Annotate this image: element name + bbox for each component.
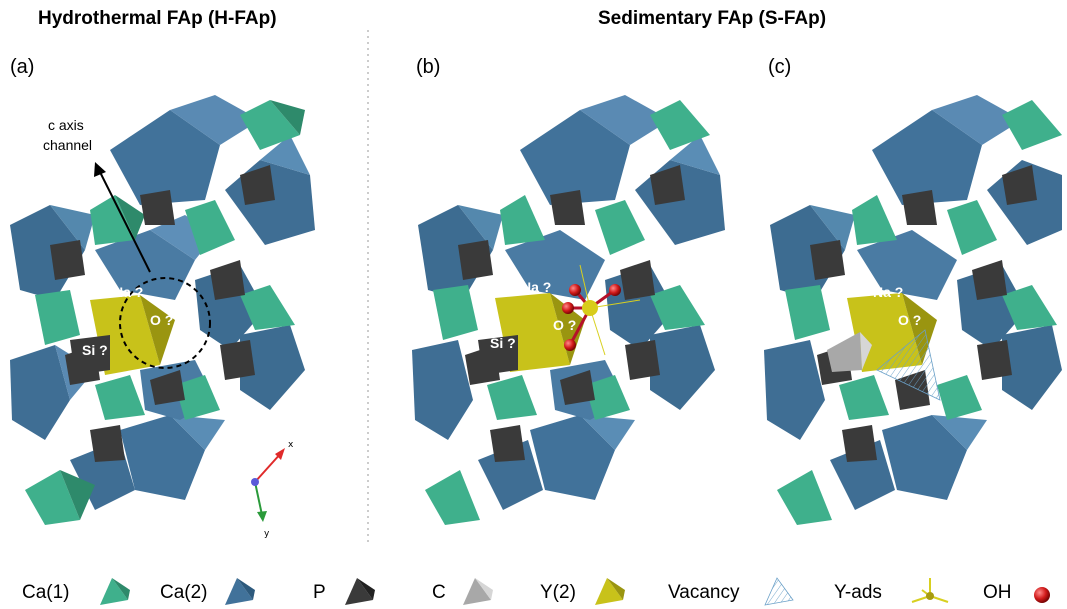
panel-a-na-label: Na ? (113, 284, 143, 300)
axis-triad: x y (251, 440, 294, 539)
vacancy-icon (764, 577, 794, 606)
panel-b-o-label: O ? (553, 317, 576, 333)
panel-c-na-label: Na ? (873, 284, 903, 300)
ca1-tetrahedron-icon (100, 578, 130, 605)
legend-label-y2: Y(2) (540, 582, 576, 603)
panel-label-c: (c) (768, 56, 792, 78)
panel-c-o-label: O ? (898, 312, 921, 328)
panel-label-b: (b) (416, 56, 441, 78)
panel-a-o-label: O ? (150, 312, 173, 328)
oh-sphere-icon (1034, 587, 1050, 603)
panel-a-si-label: Si ? (82, 342, 108, 358)
legend-label-ca1: Ca(1) (22, 582, 70, 603)
legend-icons (100, 577, 1050, 606)
legend-label-vacancy: Vacancy (668, 582, 740, 603)
hydrothermal-title: Hydrothermal FAp (H-FAp) (38, 8, 277, 29)
y-ads-icon (911, 578, 949, 603)
ca2-tetrahedron-icon (225, 578, 255, 605)
legend-label-y-ads: Y-ads (834, 582, 882, 603)
sedimentary-title: Sedimentary FAp (S-FAp) (598, 8, 827, 29)
panel-a-structure: c axis channel Na ? O ? Si ? x y (10, 95, 315, 539)
channel-label-line2: channel (43, 137, 92, 153)
p-tetrahedron-icon (345, 578, 375, 605)
y2-tetrahedron-icon (595, 578, 625, 605)
panel-b-si-label: Si ? (490, 335, 516, 351)
x-axis-label: x (288, 440, 294, 450)
c-tetrahedron-icon (463, 578, 493, 605)
legend-label-c: C (432, 582, 446, 603)
panel-b-structure: Na ? O ? Si ? (412, 95, 725, 525)
legend-label-oh: OH (983, 582, 1012, 603)
y-axis-label: y (264, 529, 270, 539)
panel-b-na-label: Na ? (521, 279, 551, 295)
y-ads-cluster (562, 264, 641, 356)
channel-label-line1: c axis (48, 117, 84, 133)
legend-label-ca2: Ca(2) (160, 582, 208, 603)
panel-c-structure: Na ? O ? (764, 95, 1062, 525)
legend-label-p: P (313, 582, 326, 603)
panel-label-a: (a) (10, 56, 35, 78)
